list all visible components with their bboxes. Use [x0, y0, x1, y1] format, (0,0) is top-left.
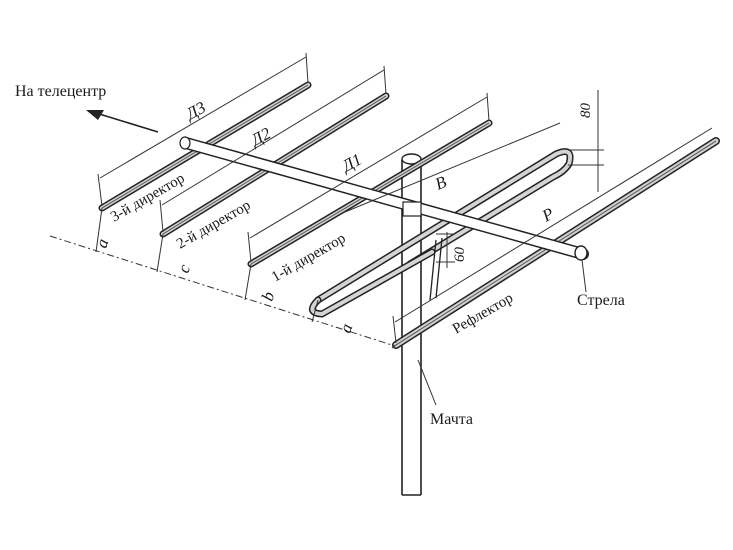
direction-arrow: [86, 110, 159, 133]
boom-label: Стрела: [577, 292, 625, 309]
gap-80-label: 80: [578, 103, 594, 119]
to-telecenter-label: На телецентр: [15, 83, 106, 100]
leader-lines: [417, 259, 587, 406]
gap-60-dimension: [436, 232, 455, 268]
gap-60-label: 60: [452, 247, 468, 263]
director-1-label: 1-й директор: [269, 230, 348, 285]
folded-dipole: [308, 148, 574, 318]
boom: [179, 136, 589, 261]
d2-dimension: [159, 65, 387, 233]
reflector-label: Рефлектор: [450, 290, 516, 337]
spacing-c-label: с: [174, 262, 195, 275]
d1-dimension: [247, 92, 490, 263]
b-dimension: [344, 122, 561, 213]
p-reflector-label: Р: [538, 204, 557, 226]
spacing-a-right-label: а: [336, 321, 357, 335]
gap-80-dimension: [568, 90, 604, 192]
spacing-b-label: b: [258, 289, 279, 303]
mast-label: Мачта: [430, 411, 473, 428]
mast-clamp: [402, 201, 422, 217]
spacing-baseline: [49, 207, 397, 349]
b-vibrator-label: В: [432, 172, 449, 194]
p-dimension: [392, 127, 713, 344]
d2-label: Д2: [246, 123, 274, 150]
spacing-a-left-label: а: [92, 236, 113, 250]
feeder: [429, 237, 443, 301]
d3-dimension: [97, 52, 309, 207]
d3-label: Д3: [181, 98, 209, 125]
